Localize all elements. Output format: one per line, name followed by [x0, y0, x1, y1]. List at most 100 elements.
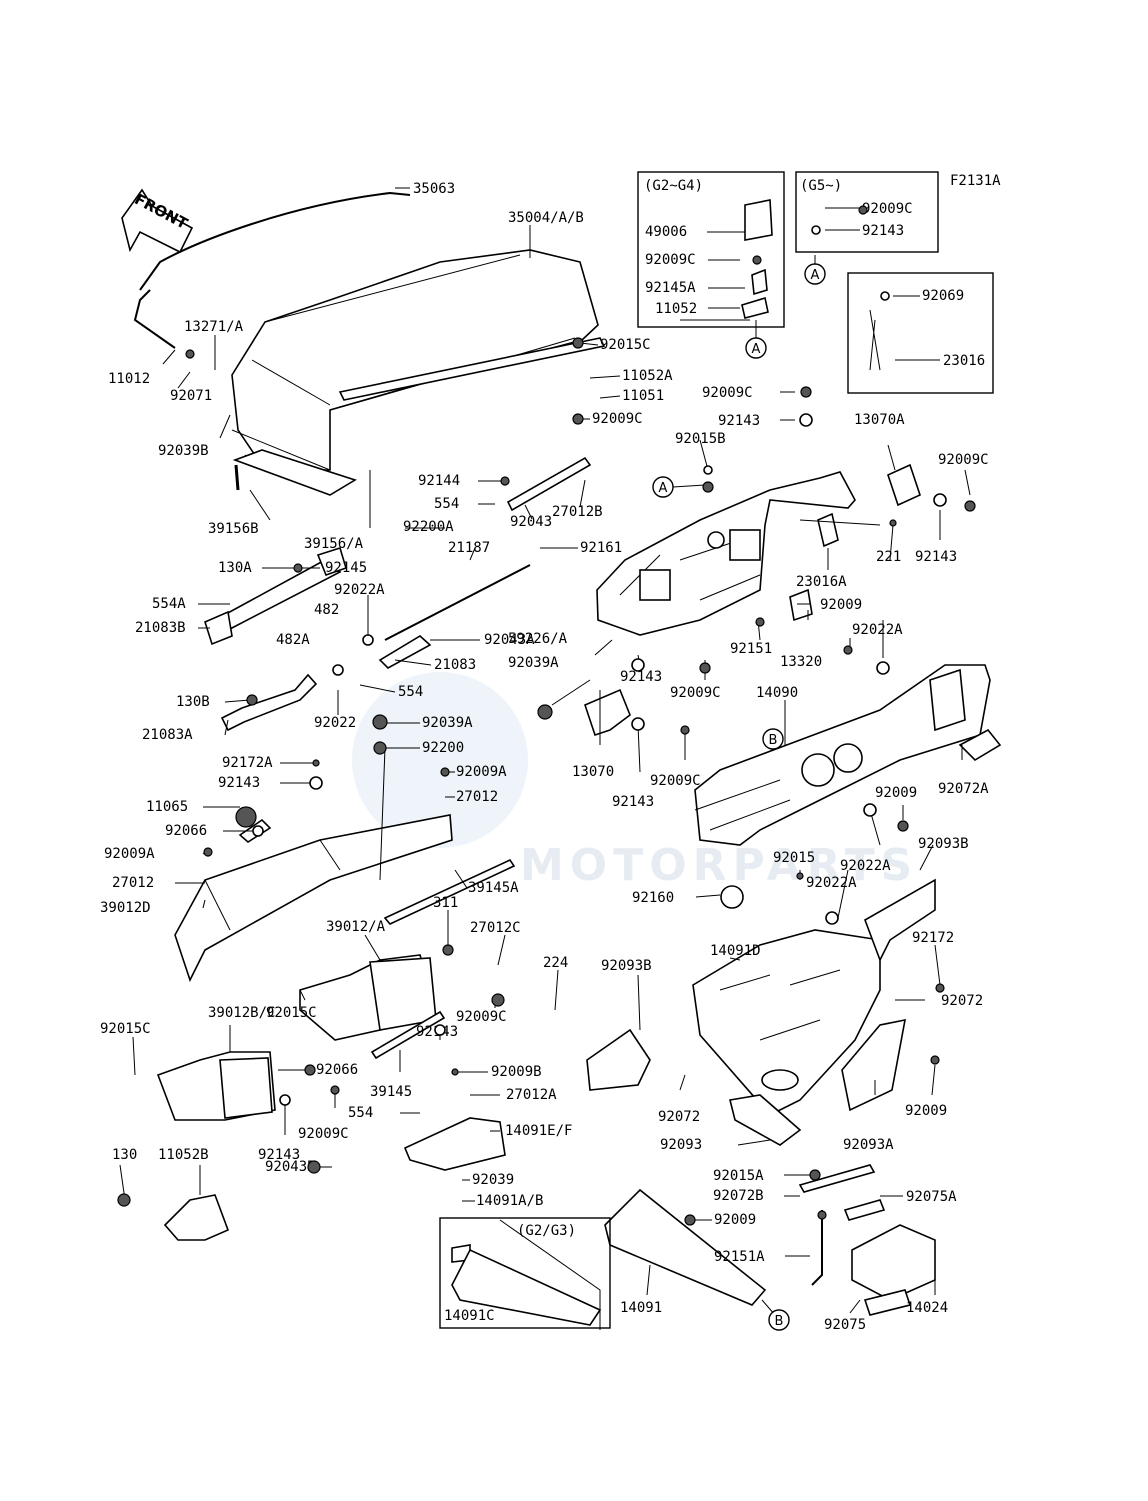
gauge-right — [833, 743, 863, 773]
part-label: 11052 — [655, 301, 697, 317]
part-label: 92172A — [222, 755, 273, 771]
marker-b-plate: B — [768, 1309, 790, 1331]
part-label: 92022 — [314, 715, 356, 731]
svg-text:A: A — [811, 268, 820, 283]
shield-92093B-right — [864, 878, 936, 962]
hinge-21083A — [220, 673, 318, 732]
part-label: 554 — [348, 1105, 373, 1121]
roof-cable-end — [133, 289, 176, 349]
part-label: 92009C — [456, 1009, 507, 1025]
part-label: 92009A — [104, 846, 155, 862]
part-label: 92015B — [675, 431, 726, 447]
part-label: 92043 — [510, 514, 552, 530]
part-label: 92009C — [702, 385, 753, 401]
part-label: 13070A — [854, 412, 905, 428]
part-label: 59226/A — [508, 631, 568, 647]
part-label: 21083 — [434, 657, 476, 673]
shelf-bar — [338, 337, 606, 401]
part-label: 92009 — [714, 1212, 756, 1228]
part-label: 92015C — [100, 1021, 151, 1037]
plate-14091 — [604, 1188, 767, 1306]
part-label: 92072A — [938, 781, 989, 797]
front-arrow-icon: FRONT — [121, 188, 194, 254]
part-label: 311 — [433, 895, 458, 911]
part-label: 27012A — [506, 1087, 557, 1103]
part-label: 27012B — [552, 504, 603, 520]
part-label: 27012C — [470, 920, 521, 936]
bracket-11052 — [741, 296, 769, 319]
part-label: 92066 — [165, 823, 207, 839]
part-label: 39156B — [208, 521, 259, 537]
bracket-13070A — [887, 463, 921, 507]
pad-92075A — [843, 1199, 886, 1221]
group-box-g5 — [795, 171, 939, 253]
shield-92093B-left — [586, 1028, 651, 1091]
part-label: 27012 — [456, 789, 498, 805]
part-label: 11012 — [108, 371, 150, 387]
group-box-g2-g3 — [439, 1217, 611, 1329]
part-label: 92039A — [508, 655, 559, 671]
part-label: 39012B/C — [208, 1005, 275, 1021]
marker-a-box1: A — [745, 337, 767, 359]
part-label: 49006 — [645, 224, 687, 240]
battery-14024 — [851, 1224, 936, 1301]
rail-39145A — [383, 858, 516, 925]
part-label: 482 — [314, 602, 339, 618]
part-label: 92143 — [612, 794, 654, 810]
part-label: 130A — [218, 560, 252, 576]
part-label: 35063 — [413, 181, 455, 197]
part-label: 554A — [152, 596, 186, 612]
bracket-92093A — [841, 1018, 907, 1112]
part-label: 92072 — [658, 1109, 700, 1125]
part-label: 92145 — [325, 560, 367, 576]
part-label: 13320 — [780, 654, 822, 670]
svg-text:A: A — [659, 481, 668, 496]
part-label: 92009C — [938, 452, 989, 468]
rod-92151A — [811, 1210, 823, 1286]
part-label: 92066 — [316, 1062, 358, 1078]
rail-39145 — [370, 1010, 446, 1060]
part-label: 92143 — [915, 549, 957, 565]
part-label: 92009C — [592, 411, 643, 427]
part-label: 92015A — [713, 1168, 764, 1184]
part-label: 14091E/F — [505, 1123, 572, 1139]
part-label: 39156/A — [304, 536, 364, 552]
part-label: 11051 — [622, 388, 664, 404]
rod-21187 — [384, 564, 531, 641]
part-label: 21187 — [448, 540, 490, 556]
strap-92072B — [798, 1164, 876, 1193]
bracket-21083 — [378, 635, 432, 669]
part-label: 35004/A/B — [508, 210, 584, 226]
dash-panel-59226 — [596, 471, 856, 636]
group-label-g5: (G5~) — [800, 178, 842, 194]
part-label: 92009A — [456, 764, 507, 780]
part-label: 23016 — [943, 353, 985, 369]
part-label: 23016A — [796, 574, 847, 590]
part-label: 92075 — [824, 1317, 866, 1333]
marker-a-dash: A — [652, 476, 674, 498]
bracket-13070 — [584, 688, 631, 737]
part-label: 92043A — [484, 632, 535, 648]
gauge-left — [801, 753, 835, 787]
part-label: 14091A/B — [476, 1193, 543, 1209]
bracket-11052B — [163, 1194, 230, 1241]
svg-text:B: B — [775, 1314, 784, 1329]
part-label: 14091 — [620, 1300, 662, 1316]
part-label: 554 — [398, 684, 423, 700]
hardware-markers — [117, 205, 976, 1226]
part-label: 92039B — [158, 443, 209, 459]
part-label: 92200A — [403, 519, 454, 535]
part-label: 92043B — [265, 1159, 316, 1175]
part-label: 13271/A — [184, 319, 244, 335]
marker-b-dash: B — [762, 728, 784, 750]
part-label: 92151 — [730, 641, 772, 657]
part-label: 92009C — [650, 773, 701, 789]
part-label: 11052A — [622, 368, 673, 384]
part-label: 130B — [176, 694, 210, 710]
part-label: 92071 — [170, 388, 212, 404]
part-label: 221 — [876, 549, 901, 565]
bracket-21083B — [204, 610, 233, 646]
pad-92075 — [863, 1289, 912, 1316]
part-label: 92143 — [258, 1147, 300, 1163]
damper-49006 — [744, 199, 773, 241]
